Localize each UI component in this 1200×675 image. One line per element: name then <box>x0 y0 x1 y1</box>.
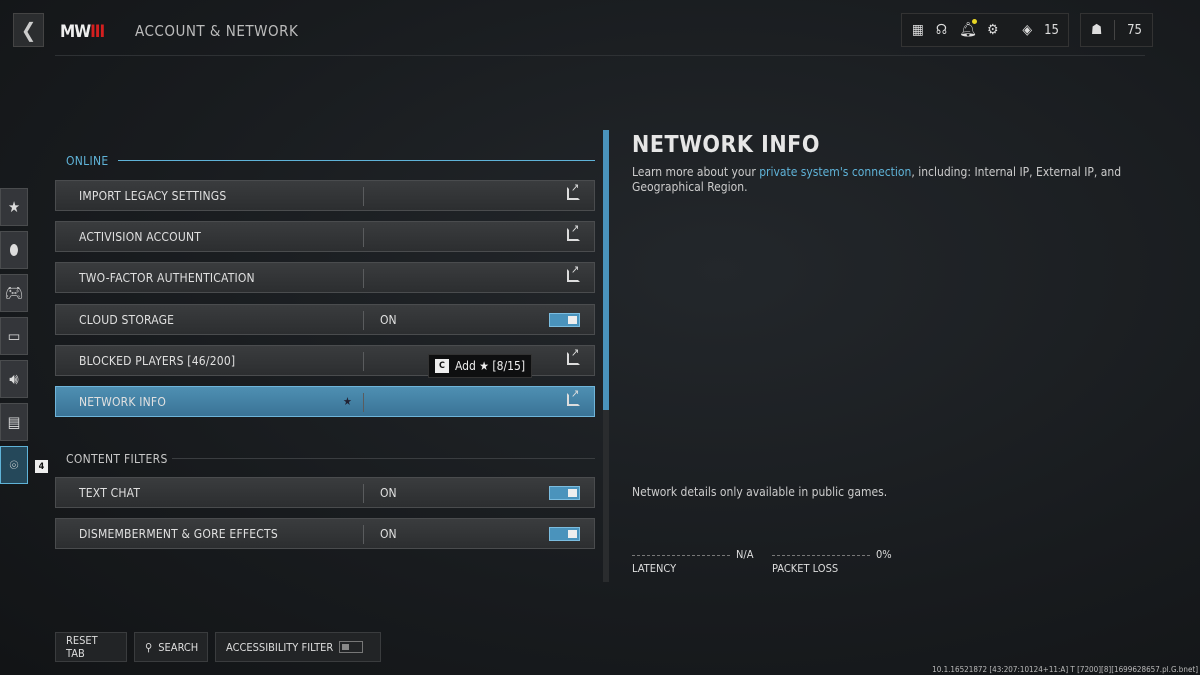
friends-box[interactable]: ☗ 75 <box>1080 13 1153 47</box>
divider <box>363 187 364 206</box>
headset-icon[interactable]: ☊ <box>935 22 948 38</box>
setting-row[interactable]: IMPORT LEGACY SETTINGS <box>55 180 595 211</box>
latency-value-row: N/A <box>632 548 754 561</box>
toggle-switch[interactable] <box>549 486 580 500</box>
desc-text: , including: Internal IP, External IP, a… <box>632 165 1122 194</box>
setting-label: TEXT CHAT <box>79 486 141 500</box>
section-line <box>118 160 595 161</box>
setting-value: ON <box>380 312 397 327</box>
accessibility-toggle[interactable] <box>339 641 364 653</box>
latency-value: N/A <box>736 548 754 561</box>
divider <box>363 525 364 544</box>
divider <box>363 484 364 503</box>
external-link-icon <box>567 222 580 242</box>
setting-label: IMPORT LEGACY SETTINGS <box>79 189 227 203</box>
display-icon: ▭ <box>7 327 21 345</box>
separator <box>1114 20 1116 40</box>
sidebar-tab-network[interactable]: ⌾ <box>0 446 28 484</box>
toggle-switch[interactable] <box>549 312 580 327</box>
toggle-switch[interactable] <box>549 527 580 541</box>
accessibility-filter-button[interactable]: ACCESSIBILITY FILTER <box>215 632 381 662</box>
section-line <box>172 458 595 459</box>
interface-icon: ▤ <box>7 413 21 431</box>
notification-dot <box>972 19 978 24</box>
game-logo: MWIII <box>60 22 105 42</box>
gear-icon[interactable]: ⚙ <box>987 22 999 38</box>
star-icon[interactable]: ★ <box>343 395 352 408</box>
scrollbar-thumb[interactable] <box>603 130 609 410</box>
search-button[interactable]: ⚲ SEARCH <box>134 632 208 662</box>
packet-loss-label: PACKET LOSS <box>772 562 839 575</box>
sidebar-tab-display[interactable]: ▭ <box>0 317 28 355</box>
setting-row[interactable]: CLOUD STORAGE ON <box>55 303 595 335</box>
setting-label: ACTIVISION ACCOUNT <box>79 230 202 245</box>
chevron-left-icon: ❮ <box>20 18 37 42</box>
reset-tab-button[interactable]: RESET TAB <box>55 632 127 662</box>
section-content-filters: CONTENT FILTERS <box>66 452 168 466</box>
top-status-bar: ▦ ☊ 🔔︎ ⚙ ◈ 15 <box>901 13 1069 47</box>
page-title: ACCOUNT & NETWORK <box>135 22 299 40</box>
tooltip-text: Add ★ [8/15] <box>455 359 526 373</box>
setting-row[interactable]: DISMEMBERMENT & GORE EFFECTS ON <box>55 518 595 549</box>
setting-value: ON <box>380 486 397 500</box>
setting-row[interactable]: ACTIVISION ACCOUNT <box>55 221 595 253</box>
detail-title: NETWORK INFO <box>632 132 820 158</box>
section-online: ONLINE <box>66 154 109 168</box>
external-link-icon <box>567 181 580 200</box>
packet-loss-value: 0% <box>876 548 892 561</box>
key-hint: C <box>435 359 449 373</box>
setting-value: ON <box>380 527 397 541</box>
sidebar-tab-controller[interactable]: 🎮︎ <box>0 274 28 312</box>
sidebar-tab-mouse[interactable]: ⬮ <box>0 231 28 269</box>
sidebar-badge: 4 <box>35 460 48 473</box>
grid-icon[interactable]: ▦ <box>912 22 924 38</box>
level-value: 15 <box>1044 22 1059 38</box>
divider <box>363 351 364 371</box>
setting-row[interactable]: NETWORK INFO ★ <box>55 386 595 417</box>
divider <box>363 228 364 248</box>
divider <box>363 393 364 412</box>
divider <box>55 55 1145 56</box>
sidebar-tab-interface[interactable]: ▤ <box>0 403 28 441</box>
network-icon: ⌾ <box>9 456 19 474</box>
version-string: 10.1.16521872 [43:207:10124+11:A] T [720… <box>932 665 1198 674</box>
desc-text: Learn more about your <box>632 165 760 179</box>
favorite-tooltip: C Add ★ [8/15] <box>428 354 533 378</box>
audio-icon: 🔊︎ <box>9 370 19 388</box>
detail-description: Learn more about your private system's c… <box>632 165 1152 195</box>
controller-icon: 🎮︎ <box>4 284 24 302</box>
external-link-icon <box>567 346 580 365</box>
divider <box>363 269 364 289</box>
divider <box>363 310 364 330</box>
search-label: SEARCH <box>158 640 199 654</box>
sidebar-tab-audio[interactable]: 🔊︎ <box>0 360 28 398</box>
friends-count: 75 <box>1127 22 1142 38</box>
mouse-icon: ⬮ <box>9 241 19 259</box>
setting-row[interactable]: TEXT CHAT ON <box>55 477 595 508</box>
search-icon: ⚲ <box>145 640 153 654</box>
packet-loss-value-row: 0% <box>772 548 892 561</box>
setting-label: NETWORK INFO <box>79 395 167 409</box>
reset-label: RESET TAB <box>66 634 98 660</box>
latency-label: LATENCY <box>632 562 677 575</box>
friends-icon: ☗ <box>1091 22 1103 38</box>
star-icon: ★ <box>7 198 21 216</box>
sidebar-tab-star[interactable]: ★ <box>0 188 28 226</box>
setting-label: DISMEMBERMENT & GORE EFFECTS <box>79 527 278 541</box>
network-note: Network details only available in public… <box>632 485 888 499</box>
accessibility-label: ACCESSIBILITY FILTER <box>226 640 334 654</box>
rank-icon: ◈ <box>1022 22 1033 38</box>
setting-label: TWO-FACTOR AUTHENTICATION <box>79 271 255 286</box>
setting-row[interactable]: TWO-FACTOR AUTHENTICATION <box>55 262 595 294</box>
bell-icon[interactable]: 🔔︎ <box>959 19 978 38</box>
back-button[interactable]: ❮ <box>13 13 44 47</box>
setting-label: BLOCKED PLAYERS [46/200] <box>79 353 236 368</box>
setting-label: CLOUD STORAGE <box>79 312 175 327</box>
private-connection-link[interactable]: private system's connection <box>759 165 912 179</box>
external-link-icon <box>567 263 580 283</box>
external-link-icon <box>567 387 580 406</box>
